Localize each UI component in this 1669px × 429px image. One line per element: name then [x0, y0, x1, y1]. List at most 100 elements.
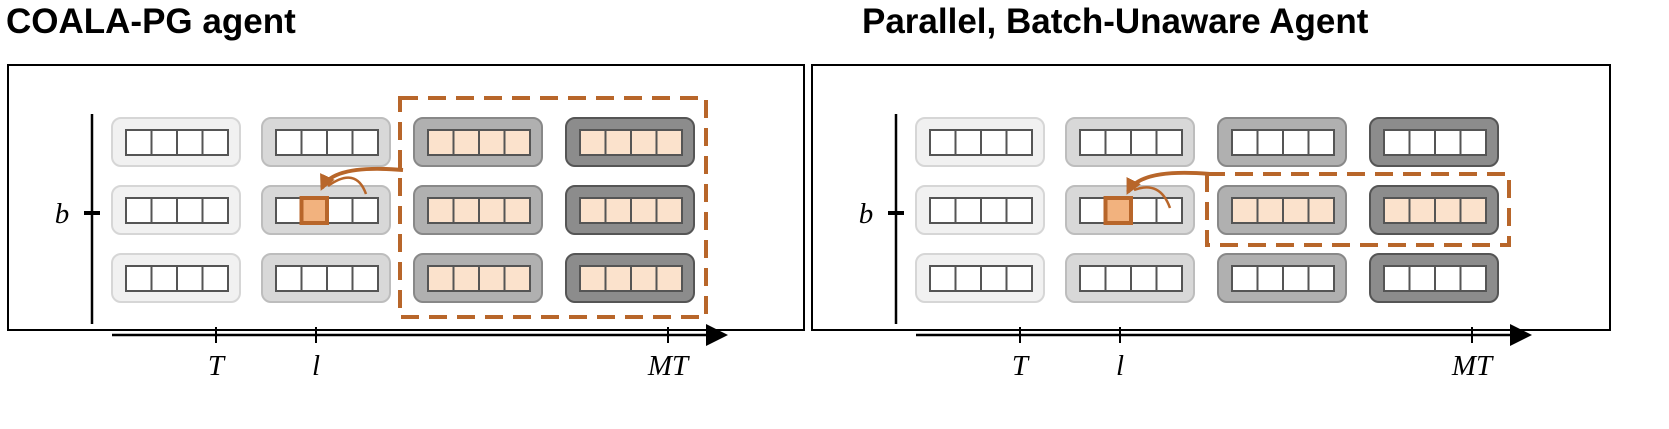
memory-slot: [478, 197, 506, 224]
memory-slot: [427, 197, 455, 224]
memory-slot: [201, 197, 229, 224]
memory-slot: [980, 265, 1008, 292]
attention-arrow-secondary: [327, 176, 368, 195]
attention-arrow: [1126, 170, 1211, 195]
memory-slot: [954, 129, 982, 156]
memory-slot: [1155, 265, 1183, 292]
x-axis-tick-label: l: [312, 350, 320, 382]
memory-slot: [1079, 129, 1107, 156]
memory-slot: [351, 265, 379, 292]
memory-slot: [201, 265, 229, 292]
memory-slot: [326, 265, 354, 292]
memory-slot: [503, 265, 531, 292]
memory-slot: [1307, 129, 1335, 156]
memory-slot: [427, 129, 455, 156]
memory-slot: [1459, 197, 1487, 224]
memory-slot: [176, 197, 204, 224]
memory-slot: [326, 197, 354, 224]
memory-slot: [150, 265, 178, 292]
x-axis-tick-label: T: [1012, 350, 1030, 382]
y-axis-label: b: [55, 198, 70, 230]
memory-slot: [604, 197, 632, 224]
memory-slot: [1005, 129, 1033, 156]
panel-frame: [7, 64, 805, 331]
memory-slot: [1459, 129, 1487, 156]
memory-slot: [478, 129, 506, 156]
memory-slot: [1383, 265, 1411, 292]
memory-slot: [176, 129, 204, 156]
memory-slot: [1256, 265, 1284, 292]
x-axis-tick-label: T: [208, 350, 226, 382]
memory-slot: [954, 265, 982, 292]
memory-slot: [1130, 197, 1158, 224]
memory-slot: [980, 197, 1008, 224]
memory-slot: [275, 129, 303, 156]
x-axis-tick-label: MT: [647, 350, 690, 382]
memory-slot: [630, 129, 658, 156]
x-axis-arrowhead: [1510, 324, 1532, 346]
panel-title-batch-unaware: Parallel, Batch-Unaware Agent: [862, 2, 1369, 41]
memory-slot: [929, 265, 957, 292]
memory-slot: [630, 197, 658, 224]
x-axis-tick-label: MT: [1451, 350, 1494, 382]
memory-slot: [929, 129, 957, 156]
memory-slot: [1231, 197, 1259, 224]
memory-slot: [1282, 265, 1310, 292]
attention-arrow-secondary: [1133, 186, 1172, 209]
memory-slot: [1434, 129, 1462, 156]
memory-slot: [1383, 129, 1411, 156]
selected-slot: [299, 196, 329, 225]
memory-slot: [1231, 129, 1259, 156]
memory-slot: [1408, 197, 1436, 224]
memory-slot: [1256, 129, 1284, 156]
memory-slot: [503, 197, 531, 224]
memory-slot: [1282, 129, 1310, 156]
memory-slot: [275, 197, 303, 224]
memory-slot: [1079, 265, 1107, 292]
memory-slot: [176, 265, 204, 292]
memory-slot: [125, 265, 153, 292]
memory-slot: [929, 197, 957, 224]
memory-slot: [1282, 197, 1310, 224]
memory-slot: [1383, 197, 1411, 224]
memory-slot: [351, 197, 379, 224]
memory-slot: [604, 265, 632, 292]
memory-slot: [478, 265, 506, 292]
x-axis-tick-label: l: [1116, 350, 1124, 382]
memory-slot: [452, 129, 480, 156]
memory-slot: [452, 265, 480, 292]
memory-slot: [150, 129, 178, 156]
memory-slot: [452, 197, 480, 224]
memory-slot: [1104, 129, 1132, 156]
memory-slot: [300, 265, 328, 292]
panel-frame: [811, 64, 1611, 331]
memory-slot: [1130, 129, 1158, 156]
memory-slot: [1434, 265, 1462, 292]
memory-slot: [1130, 265, 1158, 292]
memory-slot: [427, 265, 455, 292]
memory-slot: [351, 129, 379, 156]
memory-slot: [503, 129, 531, 156]
memory-slot: [1408, 129, 1436, 156]
memory-slot: [1079, 197, 1107, 224]
highlight-region: [1205, 172, 1511, 247]
memory-slot: [954, 197, 982, 224]
memory-slot: [655, 129, 683, 156]
memory-slot: [655, 197, 683, 224]
memory-slot: [1307, 265, 1335, 292]
memory-slot: [125, 129, 153, 156]
y-axis-label: b: [859, 198, 874, 230]
memory-slot: [1005, 197, 1033, 224]
memory-slot: [604, 129, 632, 156]
memory-slot: [579, 197, 607, 224]
memory-slot: [980, 129, 1008, 156]
memory-slot: [125, 197, 153, 224]
memory-slot: [326, 129, 354, 156]
memory-slot: [1155, 197, 1183, 224]
memory-slot: [1459, 265, 1487, 292]
memory-slot: [1408, 265, 1436, 292]
memory-slot: [1005, 265, 1033, 292]
memory-slot: [655, 265, 683, 292]
